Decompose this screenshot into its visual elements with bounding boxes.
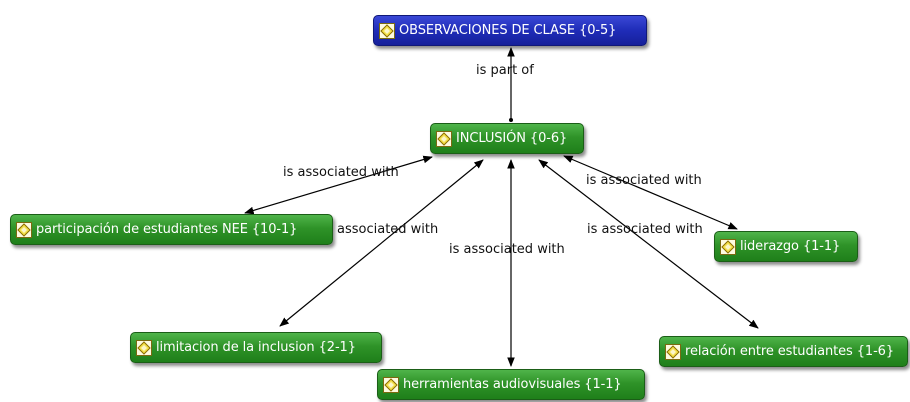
relation-label-liderazgo: is associated with [586, 173, 702, 188]
node-herramientas[interactable]: herramientas audiovisuales {1-1} [377, 369, 645, 400]
node-relacion[interactable]: relación entre estudiantes {1-6} [659, 336, 908, 367]
node-limitacion[interactable]: limitacion de la inclusion {2-1} [130, 332, 382, 363]
node-label: liderazgo {1-1} [740, 239, 841, 254]
node-label: herramientas audiovisuales {1-1} [403, 377, 622, 392]
node-label: limitacion de la inclusion {2-1} [156, 340, 356, 355]
node-label: relación entre estudiantes {1-6} [685, 344, 894, 359]
node-liderazgo[interactable]: liderazgo {1-1} [714, 231, 858, 262]
edge-limitacion [279, 159, 484, 327]
code-diamond-icon [379, 22, 395, 39]
relation-label-relacion: is associated with [587, 222, 703, 237]
code-diamond-icon [665, 343, 681, 360]
node-observaciones[interactable]: OBSERVACIONES DE CLASE {0-5} [373, 15, 647, 46]
code-diamond-icon [16, 221, 32, 238]
node-participacion[interactable]: participación de estudiantes NEE {10-1} [10, 214, 333, 245]
node-inclusion[interactable]: INCLUSIÓN {0-6} [430, 123, 584, 154]
edge-part-of-origin [509, 118, 513, 122]
relation-label-part-of: is part of [476, 63, 534, 78]
node-label: participación de estudiantes NEE {10-1} [36, 222, 298, 237]
edge-liderazgo [563, 155, 738, 230]
relation-label-participacion: is associated with [283, 165, 399, 180]
node-label: OBSERVACIONES DE CLASE {0-5} [399, 23, 617, 38]
code-diamond-icon [720, 238, 736, 255]
code-diamond-icon [436, 130, 452, 147]
relation-label-herramientas: is associated with [449, 242, 565, 257]
code-diamond-icon [383, 376, 399, 393]
code-diamond-icon [136, 339, 152, 356]
node-label: INCLUSIÓN {0-6} [456, 131, 568, 146]
relation-label-limitacion: associated with [337, 222, 439, 237]
